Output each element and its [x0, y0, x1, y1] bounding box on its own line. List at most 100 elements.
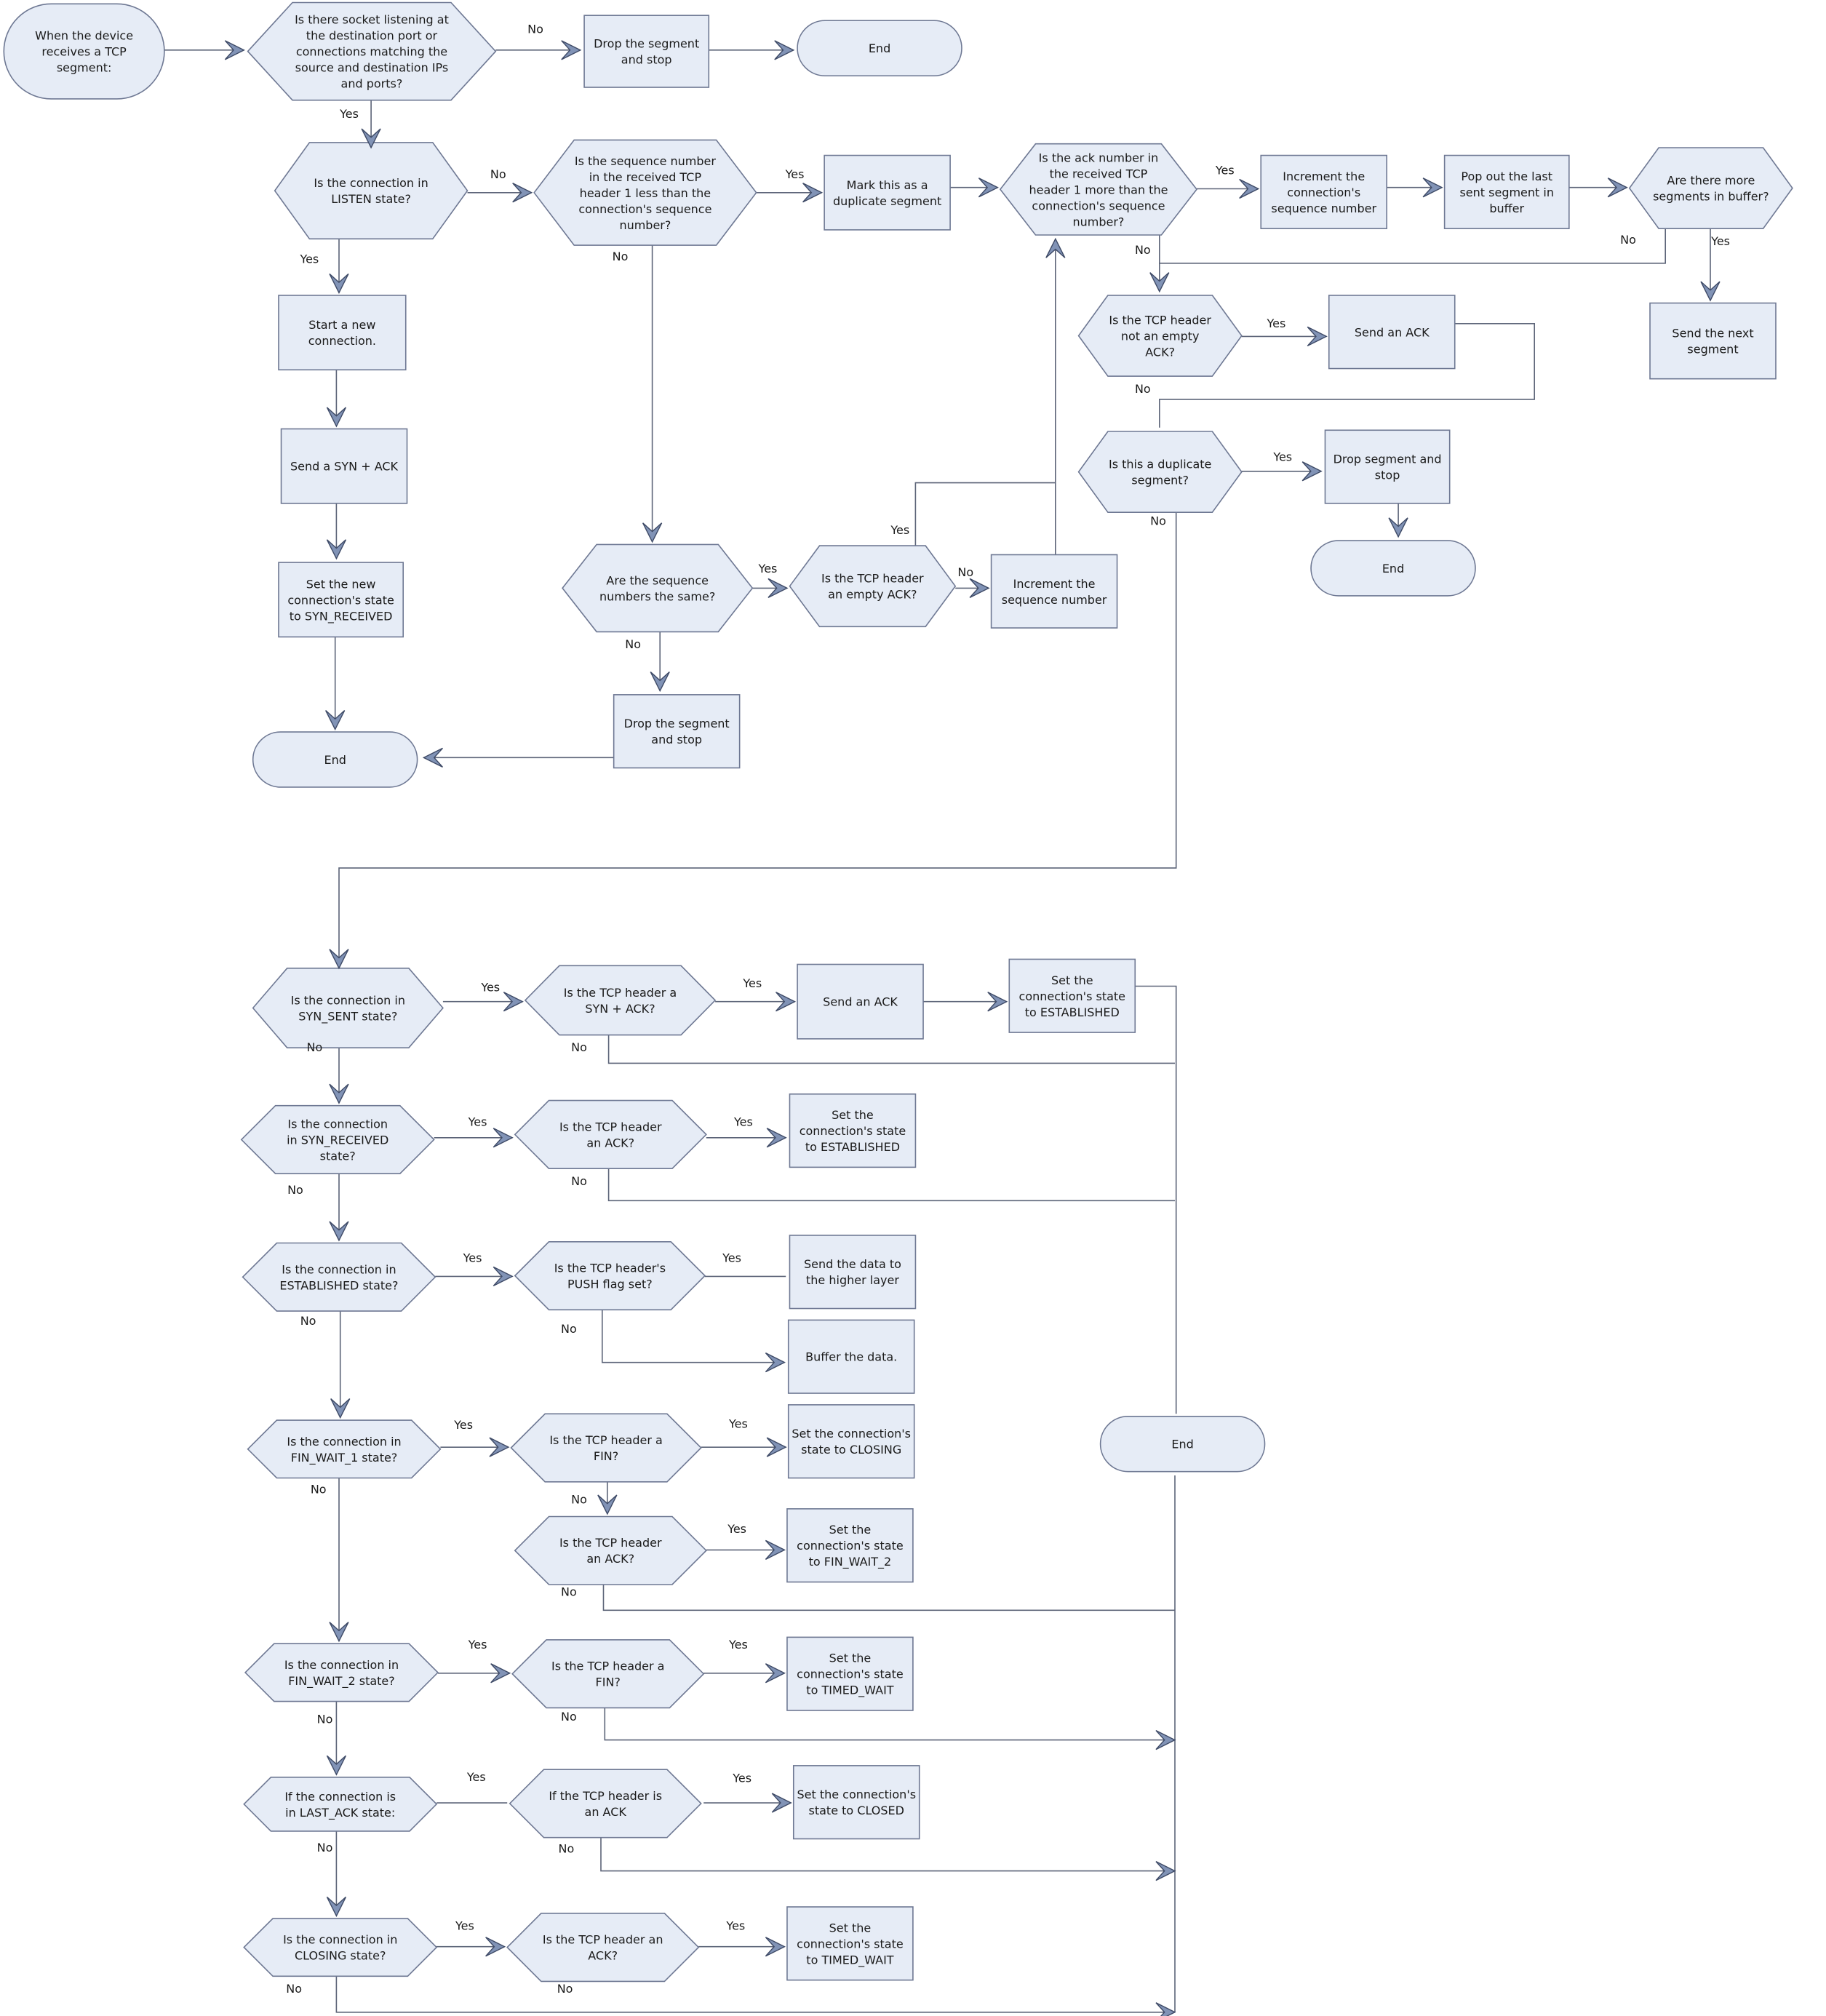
node-text: Set the	[829, 1921, 872, 1935]
connector-line	[602, 1585, 1175, 1611]
node-text: Are there more	[1667, 174, 1755, 188]
decision-shape	[509, 1769, 702, 1838]
edge-label-yes: Yes	[785, 167, 805, 181]
arrowhead	[766, 1437, 787, 1457]
decision-shape	[1077, 431, 1243, 514]
node-text: Are the sequence	[606, 573, 709, 587]
arrowhead	[326, 1755, 347, 1776]
node-text: the destination port or	[306, 29, 438, 43]
node-text: to SYN_RECEIVED	[290, 609, 393, 623]
node-text: Buffer the data.	[805, 1350, 897, 1364]
decision-shape	[244, 1643, 439, 1702]
node-text: in the received TCP	[589, 170, 702, 184]
arrowhead	[969, 578, 990, 598]
arrowhead	[642, 522, 663, 543]
edge-label-no: No	[561, 1322, 577, 1336]
node-text: Is the connection in	[282, 1262, 396, 1276]
decision-shape	[242, 1242, 436, 1312]
terminal-shape	[252, 731, 418, 788]
arrowhead	[561, 40, 582, 60]
decision-shape	[274, 142, 469, 240]
edge-label-yes: Yes	[725, 1919, 745, 1933]
node-text: the received TCP	[1050, 167, 1148, 180]
node-text: sequence number	[1271, 202, 1376, 215]
arrowhead	[512, 183, 533, 203]
decision-shape	[524, 965, 717, 1036]
node-text: header 1 less than the	[580, 186, 711, 200]
process-shape	[1324, 429, 1451, 504]
node-text: numbers the same?	[599, 589, 715, 603]
arrowhead	[650, 672, 670, 693]
process-node: Send an ACK	[797, 963, 924, 1040]
edge-label-yes: Yes	[455, 1919, 474, 1933]
edge-label-no: No	[558, 1842, 574, 1856]
node-text: receives a TCP	[41, 45, 127, 59]
node-text: Pop out the last	[1461, 170, 1552, 183]
arrowhead	[1045, 237, 1066, 258]
arrowhead	[326, 1896, 347, 1917]
decision-shape	[506, 1913, 700, 1983]
edge-label-no: No	[311, 1482, 327, 1496]
edge-label-yes: Yes	[890, 523, 909, 537]
edge-label-no: No	[625, 637, 641, 651]
node-text: state?	[320, 1149, 356, 1163]
node-text: Is the TCP header a	[564, 986, 677, 1000]
node-text: sequence number	[1002, 593, 1107, 607]
node-text: to TIMED_WAIT	[806, 1684, 893, 1698]
edge-label-yes: Yes	[732, 1772, 751, 1785]
terminal-node: End	[1099, 1415, 1266, 1473]
arrowhead	[329, 273, 349, 294]
node-text: Set the	[829, 1523, 872, 1537]
node-text: Is the connection	[287, 1117, 388, 1131]
node-text: Is the TCP header a	[551, 1660, 664, 1673]
arrowhead	[493, 1266, 514, 1287]
arrowhead	[765, 1539, 786, 1560]
arrowhead	[987, 992, 1008, 1012]
arrowhead	[765, 1663, 786, 1684]
node-text: segment	[1687, 343, 1738, 356]
node-text: PUSH flag set?	[567, 1278, 653, 1291]
connector-line	[1159, 228, 1666, 264]
edge-label-no: No	[1135, 243, 1151, 257]
edge-label-yes: Yes	[728, 1638, 748, 1652]
decision-shape	[243, 1918, 438, 1977]
node-text: Set the connection's	[792, 1427, 911, 1441]
node-text: Set the	[1051, 973, 1093, 987]
node-text: FIN_WAIT_1 state?	[291, 1451, 398, 1465]
edge-label-yes: Yes	[722, 1251, 741, 1265]
decision-shape	[514, 1515, 707, 1585]
arrowhead	[1149, 272, 1170, 293]
edge-label-no: No	[1620, 233, 1636, 247]
process-shape	[613, 694, 741, 769]
decision-shape	[562, 543, 754, 633]
node-text: connections matching the	[296, 45, 447, 59]
node-text: If the TCP header is	[549, 1789, 662, 1803]
arrowhead	[326, 407, 347, 428]
process-shape	[990, 554, 1118, 629]
edge-label-yes: Yes	[453, 1418, 473, 1432]
node-text: Drop the segment	[594, 37, 699, 51]
connector-line	[607, 1168, 1175, 1202]
node-text: ACK?	[588, 1949, 618, 1963]
node-text: an ACK?	[586, 1136, 634, 1150]
edge-label-yes: Yes	[466, 1770, 486, 1784]
